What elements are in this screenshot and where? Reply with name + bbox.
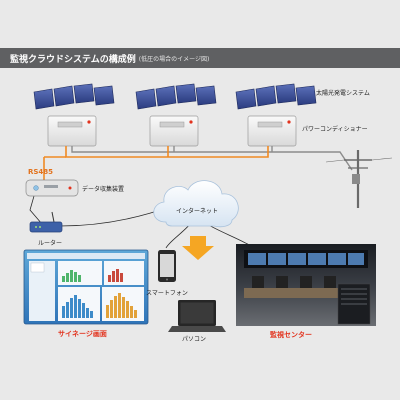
power-conditioner-1 [47, 115, 97, 147]
laptop-device [168, 300, 226, 332]
power-cable-gray [71, 146, 353, 171]
solar-panel-group-2 [135, 83, 217, 110]
page-subtitle: (低圧の場合のイメージ図) [138, 55, 210, 63]
data-collector-device [25, 179, 79, 197]
monitoring-center-photo [236, 244, 376, 326]
solar-panel-group-3 [235, 83, 317, 110]
signage-label: サイネージ画面 [58, 330, 107, 338]
router-label: ルーター [38, 240, 63, 247]
smartphone-label: スマートフォン [146, 290, 188, 297]
monitoring-center-label: 監視センター [270, 331, 312, 339]
router-device [29, 211, 63, 233]
internet-cloud-icon [153, 180, 239, 228]
signage-screen [23, 249, 149, 325]
power-conditioner-2 [149, 115, 199, 147]
solar-system-label: 太陽光発電システム [316, 90, 370, 97]
solar-panel-group-1 [33, 83, 115, 110]
pc-label: パソコン [182, 336, 207, 343]
power-conditioner-label: パワーコンディショナー [302, 126, 368, 133]
page-title: 監視クラウドシステムの構成例 [10, 54, 136, 65]
title-bar: 監視クラウドシステムの構成例 (低圧の場合のイメージ図) [0, 48, 400, 68]
rs485-cable [43, 146, 269, 180]
smartphone-device [158, 250, 176, 282]
data-collector-label: データ収集装置 [82, 186, 125, 193]
down-arrow-icon [182, 236, 214, 260]
rs485-label: RS485 [28, 168, 54, 176]
internet-label: インターネット [176, 208, 219, 215]
power-conditioner-3 [247, 115, 297, 147]
utility-pole-icon [325, 150, 393, 208]
